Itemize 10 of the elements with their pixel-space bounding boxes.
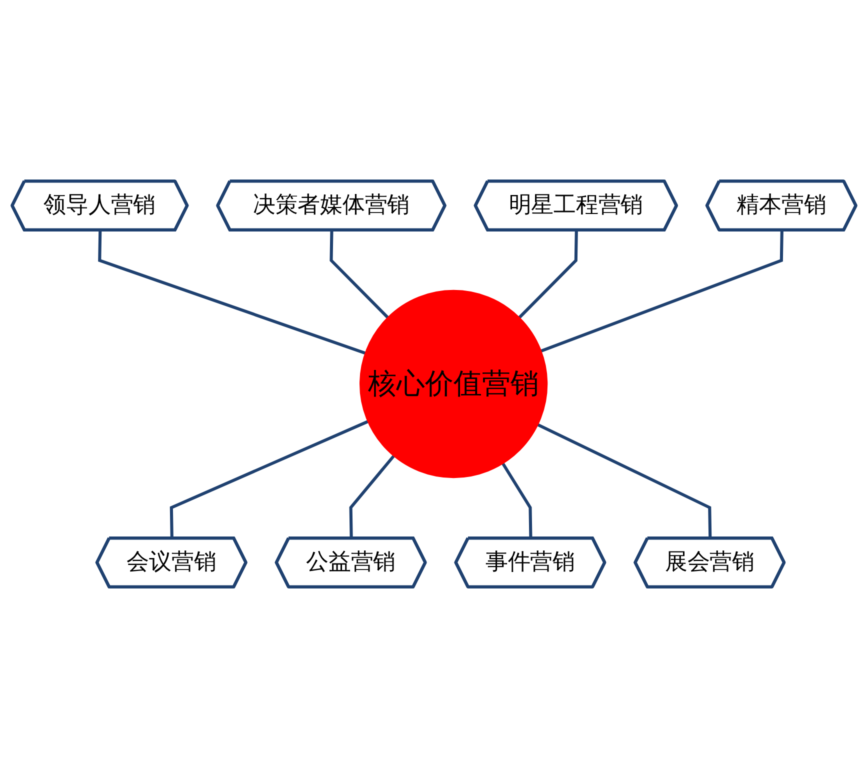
connector	[330, 230, 390, 319]
connector	[170, 420, 369, 539]
connector	[349, 454, 396, 539]
connector	[501, 462, 532, 539]
node-circle	[360, 290, 548, 478]
connector	[518, 230, 578, 319]
connector	[98, 230, 366, 355]
connector	[540, 230, 784, 353]
diagram: 核心价值营销 领导人营销 决策者媒体营销 明星工程营销 精本营销 会议营销 公益营销 事件营销 展会营销	[4, 4, 864, 764]
connector	[536, 423, 712, 539]
